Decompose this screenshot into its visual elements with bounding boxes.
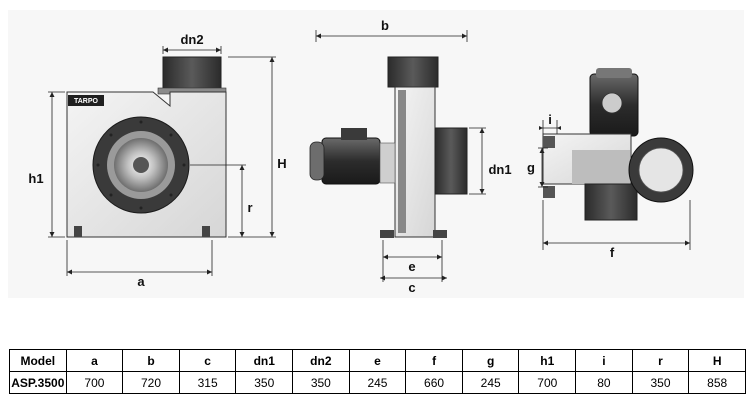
side-motor [321, 137, 381, 185]
dim-label-i: i [548, 112, 552, 127]
top-housing-inner [572, 150, 630, 184]
dim-label-dn1: dn1 [488, 162, 511, 177]
side-motor-fan-cover [309, 141, 325, 181]
dim-label-b: b [381, 18, 389, 33]
logo-text: TARPO [74, 98, 99, 105]
value-cell: 245 [348, 371, 407, 394]
value-cell: 720 [122, 371, 180, 394]
dim-label-H: H [277, 156, 286, 171]
side-outlet-duct [387, 56, 439, 88]
value-cell: 858 [688, 371, 746, 394]
header-cell: i [575, 349, 633, 372]
specification-table: Model a b c dn1 dn2 e f g h1 i r H ASP.3… [9, 349, 746, 394]
value-cell: 700 [65, 371, 124, 394]
value-cell: 350 [292, 371, 350, 394]
side-view: b dn1 e c [309, 18, 512, 295]
side-motor-terminal-box [341, 128, 367, 140]
header-cell: f [405, 349, 463, 372]
side-motor-flange [379, 142, 396, 184]
foot-left [74, 226, 82, 237]
value-cell: 350 [235, 371, 294, 394]
dim-label-a: a [137, 274, 145, 289]
top-view: i g f [527, 68, 694, 260]
value-cell: 80 [575, 371, 633, 394]
dim-label-f: f [610, 245, 615, 260]
value-cell: 660 [405, 371, 463, 394]
dim-label-r: r [247, 200, 252, 215]
model-cell: ASP.3500 [9, 371, 67, 394]
top-inlet-barrel [584, 183, 638, 221]
dim-label-g: g [527, 160, 535, 175]
header-cell: e [348, 349, 407, 372]
dim-label-c: c [408, 280, 415, 295]
dim-label-e: e [408, 259, 415, 274]
header-cell: a [65, 349, 124, 372]
header-cell: h1 [518, 349, 577, 372]
top-motor-terminal [601, 92, 623, 114]
header-cell: Model [9, 349, 67, 372]
fan-technical-drawing: TARPO [28, 18, 694, 295]
side-housing-shade [398, 90, 406, 233]
top-bracket-upper [543, 136, 555, 148]
side-inlet-duct [434, 127, 468, 195]
header-cell: r [631, 349, 690, 372]
table-header-row: Model a b c dn1 dn2 e f g h1 i r H [9, 349, 746, 372]
logo-badge [68, 95, 104, 106]
top-outlet-opening [638, 147, 684, 193]
foot-right [202, 226, 210, 237]
header-cell: H [688, 349, 746, 372]
value-cell: 700 [518, 371, 577, 394]
header-cell: c [178, 349, 237, 372]
outlet-duct [162, 56, 222, 92]
value-cell: 350 [631, 371, 690, 394]
header-cell: dn2 [292, 349, 350, 372]
value-cell: 315 [178, 371, 237, 394]
header-cell: b [122, 349, 180, 372]
dim-label-h1: h1 [28, 171, 43, 186]
header-cell: g [461, 349, 520, 372]
value-cell: 245 [461, 371, 520, 394]
top-bracket-lower [543, 186, 555, 198]
front-view: TARPO [28, 32, 286, 289]
impeller-hub [133, 157, 149, 173]
table-row: ASP.3500 700 720 315 350 350 245 660 245… [9, 371, 746, 394]
top-motor-cap [596, 68, 632, 78]
dim-label-dn2: dn2 [180, 32, 203, 47]
header-cell: dn1 [235, 349, 294, 372]
side-foot-left [380, 230, 394, 238]
side-foot-right [433, 230, 447, 238]
